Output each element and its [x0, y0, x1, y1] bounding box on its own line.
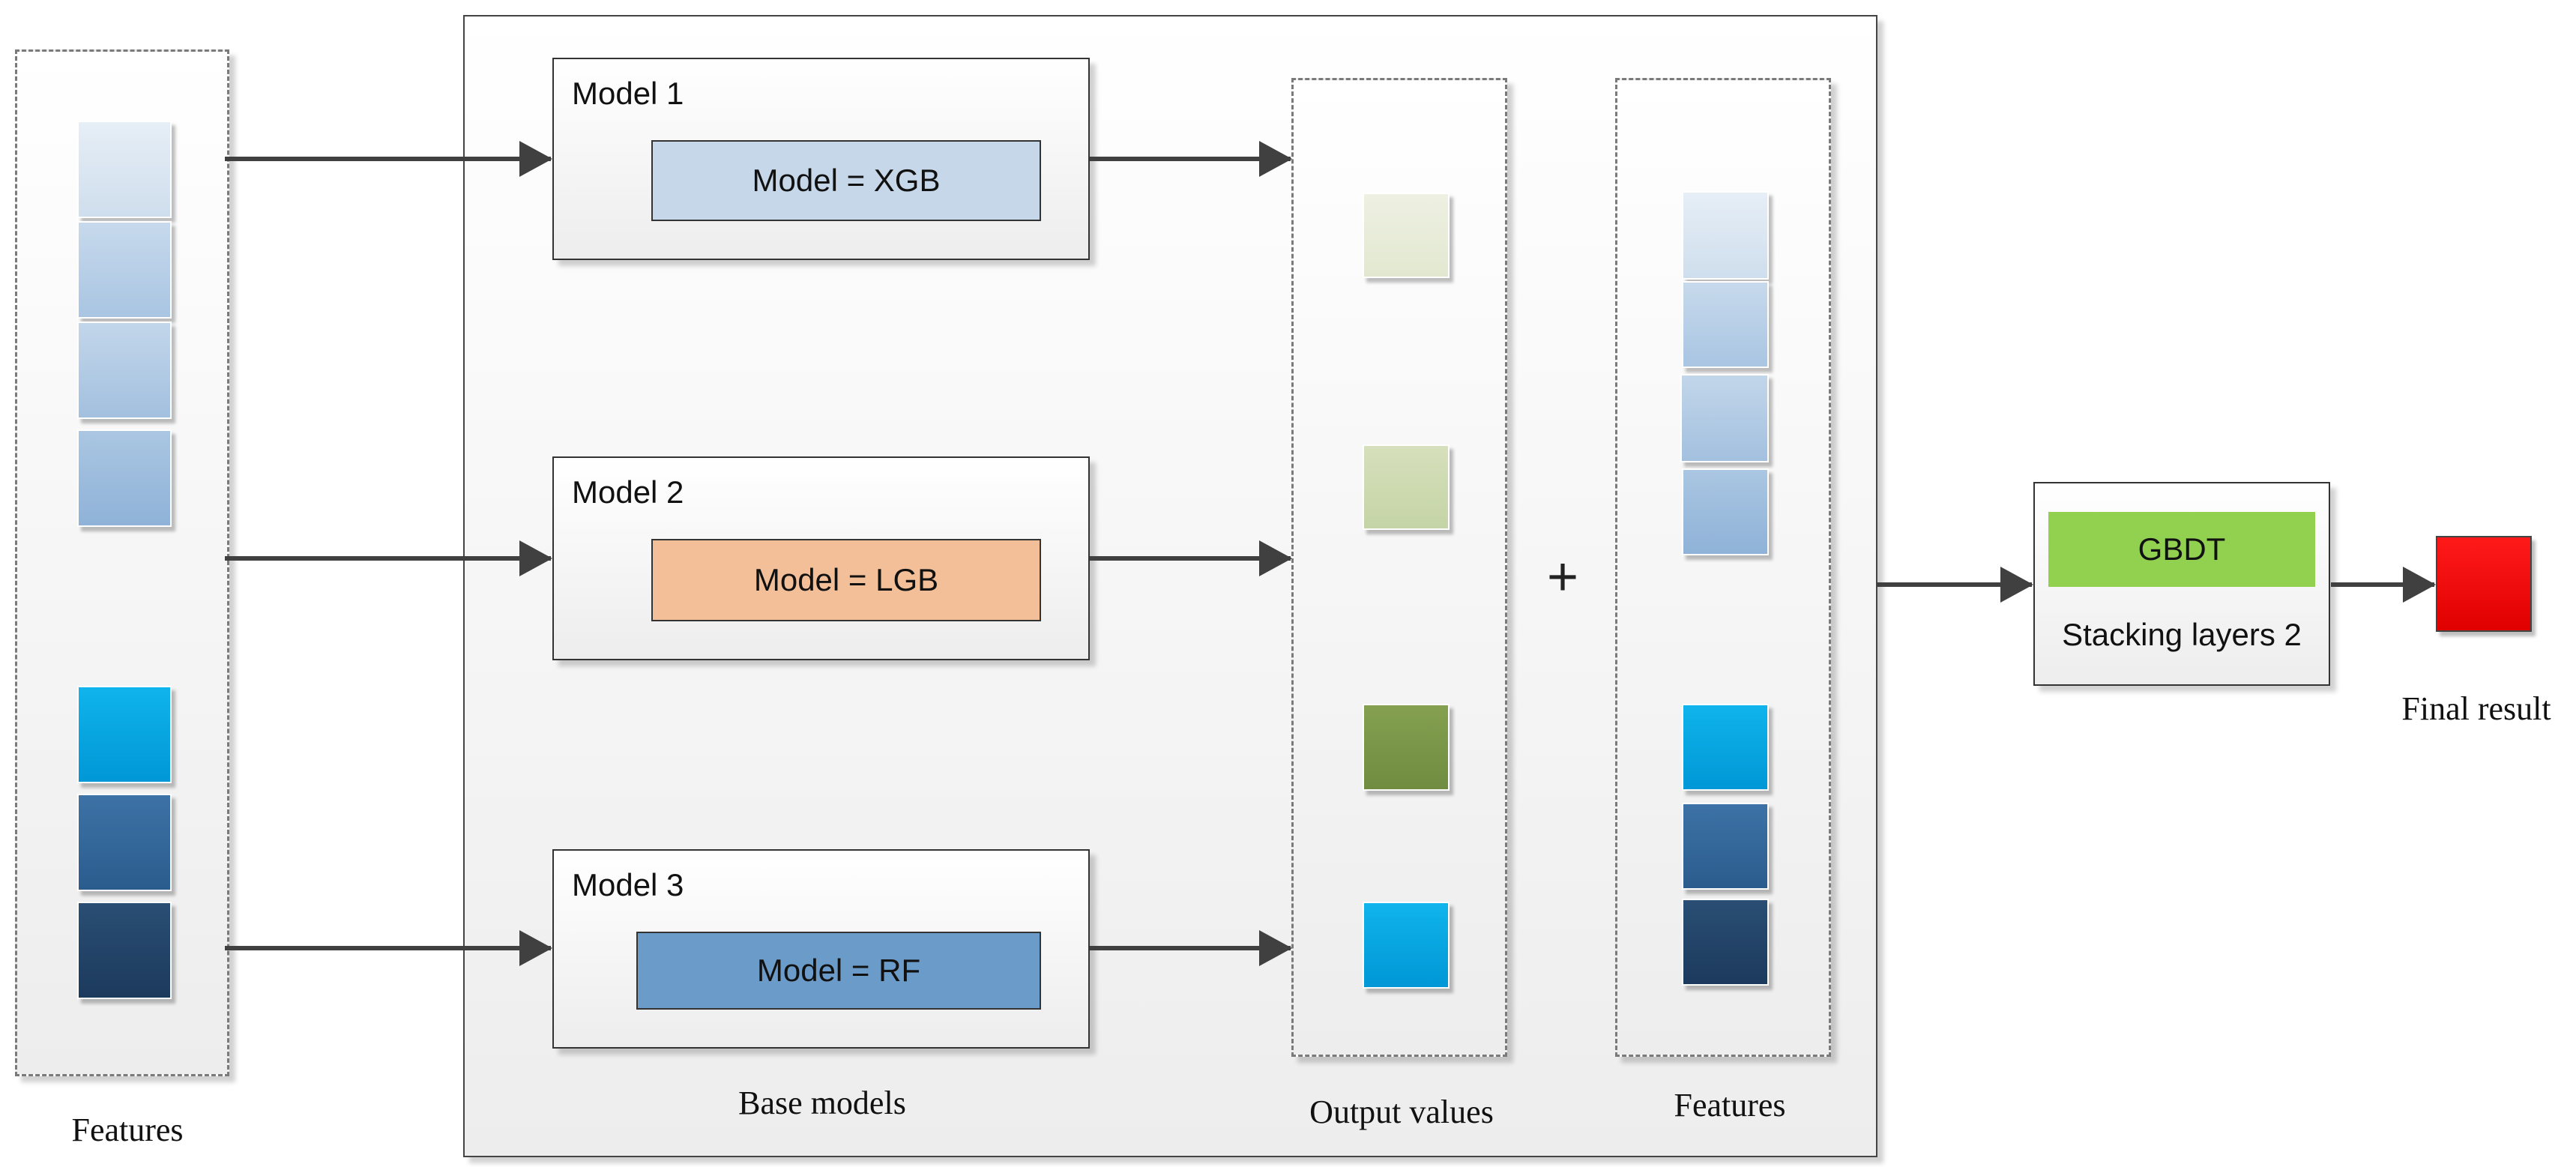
model-1-title: Model 1 [572, 76, 684, 111]
arrowhead-5 [1259, 540, 1292, 576]
right-feature-square-1 [1682, 191, 1769, 280]
output-square-3 [1363, 704, 1450, 791]
right-features-caption: Features [1674, 1087, 1786, 1124]
model-1-box: Model 1 Model = XGB [552, 58, 1090, 260]
arrowhead-4 [1259, 141, 1292, 177]
final-result-caption: Final result [2401, 690, 2551, 727]
right-feature-square-2 [1682, 281, 1769, 368]
feature-square-5 [77, 686, 172, 783]
output-square-2 [1363, 444, 1450, 530]
feature-square-6 [77, 794, 172, 891]
right-feature-square-4 [1682, 468, 1769, 555]
model-2-title: Model 2 [572, 474, 684, 510]
model-2-box: Model 2 Model = LGB [552, 456, 1090, 660]
output-square-4 [1363, 902, 1450, 989]
left-features-caption: Features [71, 1112, 184, 1148]
stacking-layer-2-label: Stacking layers 2 [2062, 617, 2302, 652]
model-1-algorithm: Model = XGB [651, 140, 1041, 221]
model-3-box: Model 3 Model = RF [552, 849, 1090, 1049]
right-feature-square-6 [1682, 803, 1769, 890]
right-feature-square-7 [1682, 899, 1769, 986]
arrowhead-8 [2403, 567, 2436, 603]
base-models-caption: Base models [738, 1085, 906, 1121]
arrowhead-3 [519, 930, 552, 966]
output-values-panel [1291, 78, 1507, 1057]
feature-square-7 [77, 902, 172, 999]
stacking-layer-2-box: GBDT Stacking layers 2 [2033, 482, 2330, 686]
feature-square-1 [77, 121, 172, 218]
model-2-algorithm: Model = LGB [651, 539, 1041, 621]
right-feature-square-5 [1682, 704, 1769, 791]
arrowhead-6 [1259, 930, 1292, 966]
left-features-panel [15, 49, 229, 1076]
arrowhead-7 [2000, 567, 2033, 603]
output-values-caption: Output values [1309, 1094, 1494, 1130]
feature-square-2 [77, 221, 172, 319]
feature-square-3 [77, 322, 172, 419]
right-feature-square-3 [1680, 374, 1769, 462]
arrowhead-1 [519, 141, 552, 177]
plus-sign: + [1546, 547, 1579, 607]
model-3-title: Model 3 [572, 867, 684, 902]
final-result-square [2436, 536, 2532, 632]
output-square-1 [1363, 193, 1450, 278]
gbdt-model: GBDT [2048, 512, 2315, 587]
arrowhead-2 [519, 540, 552, 576]
model-3-algorithm: Model = RF [636, 932, 1041, 1010]
feature-square-4 [77, 429, 172, 527]
right-features-panel [1615, 78, 1831, 1057]
